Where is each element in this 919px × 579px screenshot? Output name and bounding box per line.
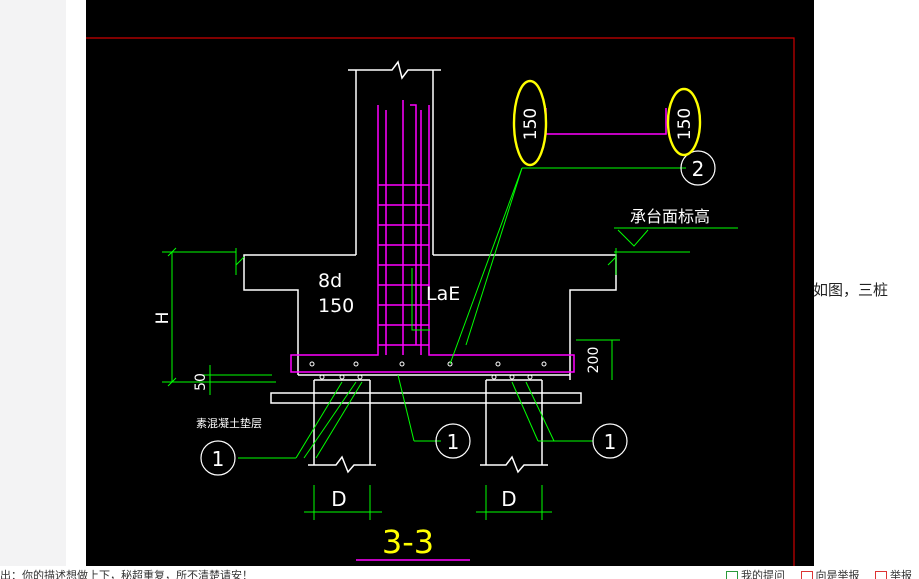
question-body-text: 如图，三桩 bbox=[813, 281, 889, 299]
callout-1a-circle bbox=[200, 440, 236, 476]
callout-2-circle bbox=[680, 150, 716, 186]
highlight-marks bbox=[512, 79, 702, 167]
highlight-right bbox=[666, 87, 702, 157]
callout-1c-label: 1 bbox=[604, 430, 617, 454]
dim-200-label: 200 bbox=[586, 347, 602, 374]
callout-1c-circle bbox=[592, 423, 628, 459]
warning-icon bbox=[800, 570, 813, 579]
cap-top-label: 承台面标高 bbox=[630, 207, 710, 226]
text-8d: 8d bbox=[318, 270, 342, 292]
question-icon bbox=[726, 570, 738, 579]
foundation-section-svg: 2 1 1 1 150 150 承台面标高 素混凝土垫层 H 50 200 8d… bbox=[86, 37, 795, 566]
text-150: 150 bbox=[318, 295, 354, 317]
answer-snippet: 出：你的描述想做上下，秘超重复，所不清楚请安！ bbox=[0, 569, 253, 579]
dim-150-right: 150 bbox=[675, 108, 695, 140]
callout-2-label: 2 bbox=[692, 157, 705, 181]
pile-d-right-label: D bbox=[501, 487, 516, 511]
dim-50-label: 50 bbox=[193, 373, 209, 391]
dimension-lines bbox=[162, 167, 738, 520]
my-question-link[interactable]: 我的提问 bbox=[726, 569, 785, 579]
column-outline bbox=[243, 60, 617, 474]
text-lae: LaE bbox=[426, 283, 460, 305]
callout-1b-label: 1 bbox=[447, 430, 460, 454]
flag-icon bbox=[875, 570, 887, 579]
cad-drawing-image: 2 1 1 1 150 150 承台面标高 素混凝土垫层 H 50 200 8d… bbox=[86, 0, 814, 566]
left-gutter bbox=[0, 0, 66, 579]
callout-1b-circle bbox=[435, 423, 471, 459]
rebar-dots bbox=[309, 361, 547, 380]
pile-d-left-label: D bbox=[331, 487, 346, 511]
highlight-left bbox=[512, 79, 548, 167]
callout-1a-label: 1 bbox=[212, 447, 225, 471]
drawing-frame bbox=[86, 37, 795, 566]
section-title: 3-3 bbox=[382, 523, 434, 561]
rebar-cage bbox=[290, 100, 667, 373]
dim-150-left: 150 bbox=[521, 108, 541, 140]
cushion-label: 素混凝土垫层 bbox=[196, 416, 262, 430]
action-links: 我的提问 向是举报 举报 bbox=[726, 569, 919, 579]
report-link[interactable]: 向是举报 bbox=[800, 569, 860, 579]
bottom-action-bar: 出：你的描述想做上下，秘超重复，所不清楚请安！ 我的提问 向是举报 举报 bbox=[0, 566, 919, 579]
flag-link[interactable]: 举报 bbox=[875, 569, 912, 579]
height-label: H bbox=[153, 312, 173, 325]
callout-circles bbox=[200, 150, 716, 476]
